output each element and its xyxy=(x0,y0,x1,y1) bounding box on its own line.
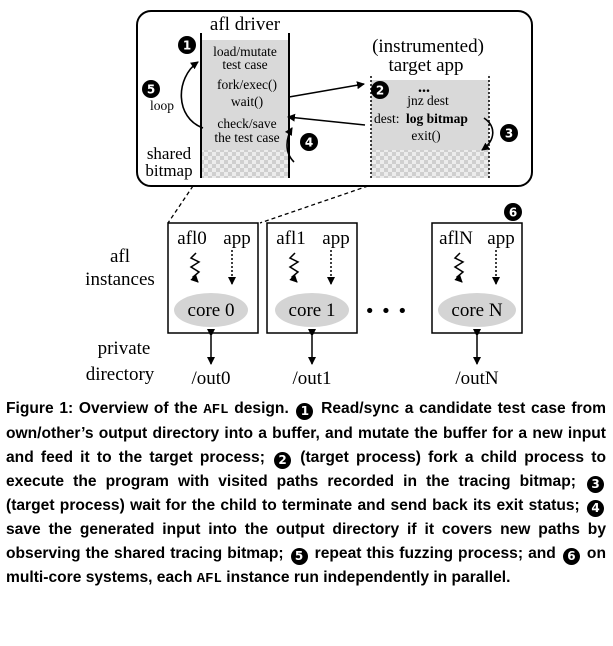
instance-app-label: app xyxy=(322,228,349,249)
instance-afl-label: afl0 xyxy=(177,228,207,249)
instances-ellipsis: • • • xyxy=(364,301,407,322)
status-arrow xyxy=(287,113,366,126)
driver-step1b: test case xyxy=(222,57,267,72)
instance-1: afl1 app core 1 xyxy=(266,222,358,334)
target-column xyxy=(371,80,489,150)
badge-6: 6 xyxy=(504,203,522,221)
instance-core: core 0 xyxy=(188,300,235,321)
caption-step-6: on multi-core systems, each xyxy=(6,545,606,586)
caption-afl-2: AFL xyxy=(196,571,222,587)
instances-label-2: instances xyxy=(85,269,155,290)
badge-4: 4 xyxy=(300,133,318,151)
svg-text:2: 2 xyxy=(376,84,384,98)
target-title-2: target app xyxy=(388,55,463,76)
driver-step3: wait() xyxy=(231,94,263,109)
check-arrow xyxy=(284,127,295,163)
fork-arrow xyxy=(288,81,365,98)
private-label-2: directory xyxy=(86,364,155,385)
caption-step-4: save the generated input into the output… xyxy=(6,521,606,562)
instance-core: core 1 xyxy=(289,300,336,321)
target-title-1: (instrumented) xyxy=(372,36,484,57)
target-dots: ... xyxy=(418,79,430,96)
caption-badge-1: 1 xyxy=(296,403,314,420)
svg-text:5: 5 xyxy=(147,83,155,97)
caption-badge-3: 3 xyxy=(587,476,604,493)
target-bitmap xyxy=(371,150,489,178)
loop-arrow xyxy=(180,61,204,129)
instances-label-1: afl xyxy=(110,246,130,267)
caption-step-5: repeat this fuzzing process; and xyxy=(309,545,561,562)
instance-afl-label: afl1 xyxy=(276,228,306,249)
figure-caption: Figure 1: Overview of the AFL design. 1 … xyxy=(6,397,606,591)
svg-text:4: 4 xyxy=(305,136,313,150)
svg-text:1: 1 xyxy=(183,39,191,53)
driver-column xyxy=(201,40,289,150)
shared-label-1: shared xyxy=(147,144,192,163)
jump-arrow xyxy=(481,117,494,151)
instance-core: core N xyxy=(451,300,502,321)
zoom-line-left xyxy=(167,185,194,224)
badge-1: 1 xyxy=(178,36,196,54)
caption-step-3: (target process) wait for the child to t… xyxy=(6,497,585,514)
caption-badge-2: 2 xyxy=(274,452,292,469)
caption-step-1: Read/sync a candidate test case from own… xyxy=(6,400,606,466)
badge-2: 2 xyxy=(371,81,389,99)
caption-end: instance run independently in parallel. xyxy=(221,569,511,586)
instance-0: afl0 app core 0 xyxy=(167,222,259,334)
driver-step4: check/save xyxy=(217,116,276,131)
driver-bitmap xyxy=(201,150,289,178)
caption-design: design. xyxy=(228,400,295,417)
loop-label: loop xyxy=(150,98,174,113)
svg-text:3: 3 xyxy=(505,127,513,141)
caption-badge-4: 4 xyxy=(587,500,604,517)
zoom-line-right xyxy=(259,185,369,224)
svg-text:6: 6 xyxy=(509,206,517,220)
instance-n: aflN app core N xyxy=(431,222,523,334)
instance-app-label: app xyxy=(487,228,514,249)
badge-3: 3 xyxy=(500,124,518,142)
afl-diagram: afl driver load/mutate test case fork/ex… xyxy=(85,10,533,389)
target-dest-label: dest: xyxy=(374,111,400,126)
target-log-bitmap: log bitmap xyxy=(406,111,468,126)
target-jnz: jnz dest xyxy=(406,93,449,108)
driver-step4b: the test case xyxy=(214,130,279,145)
caption-badge-6: 6 xyxy=(562,548,580,565)
outn-label: /outN xyxy=(455,368,499,389)
private-label-1: private xyxy=(98,338,151,359)
caption-afl: AFL xyxy=(203,402,229,418)
out0-label: /out0 xyxy=(191,368,230,389)
badge-5: 5 xyxy=(142,80,160,98)
caption-badge-5: 5 xyxy=(290,548,308,565)
caption-fig: Figure 1: Overview of the xyxy=(6,400,204,417)
driver-step1: load/mutate xyxy=(213,44,277,59)
shared-label-2: bitmap xyxy=(145,161,192,180)
instance-afl-label: aflN xyxy=(439,228,473,249)
driver-step2: fork/exec() xyxy=(217,77,277,92)
caption-step-2: (target process) fork a child process to… xyxy=(6,449,606,490)
out1-label: /out1 xyxy=(292,368,331,389)
instance-app-label: app xyxy=(223,228,250,249)
target-exit: exit() xyxy=(411,128,440,143)
driver-title: afl driver xyxy=(210,14,281,35)
